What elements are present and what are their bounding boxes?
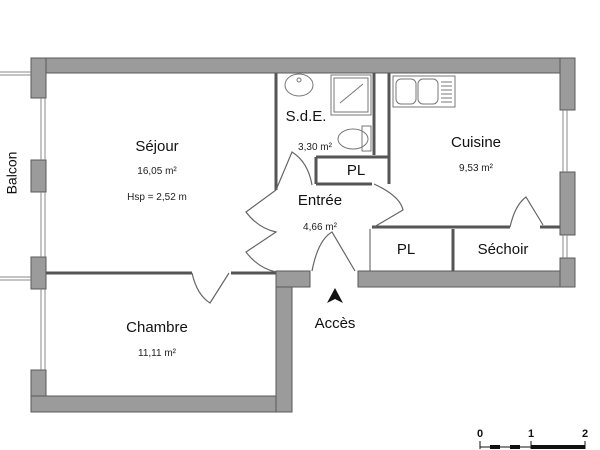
- toilet-icon: [337, 125, 372, 152]
- room-entree-name: Entrée: [297, 192, 343, 209]
- room-sejour-height: Hsp = 2,52 m: [127, 192, 187, 203]
- scale-tick-0: 0: [476, 428, 484, 440]
- shower-icon: [330, 74, 372, 116]
- arrow-up-icon: [327, 288, 343, 303]
- wall-chambre-right: [275, 286, 293, 413]
- room-placard-sde-name: PL: [346, 162, 366, 179]
- room-sejour-area: 16,05 m²: [137, 166, 177, 177]
- access-label: Accès: [314, 315, 356, 332]
- room-chambre-area: 11,11 m²: [138, 348, 176, 359]
- wall-right-top: [559, 57, 576, 111]
- wall-bottom-right: [357, 270, 576, 288]
- room-sde-area: 3,30 m²: [298, 142, 332, 153]
- scale-bar: [479, 441, 586, 449]
- room-cuisine-name: Cuisine: [450, 134, 502, 151]
- wall-left-top: [30, 57, 47, 99]
- wall-top: [30, 57, 576, 74]
- wall-right-mid: [559, 171, 576, 236]
- kitchen-sink-icon: [392, 75, 456, 108]
- wall-entry-left-stub: [275, 270, 311, 288]
- scale-tick-2: 2: [581, 428, 589, 440]
- room-placard-cuisine-name: PL: [396, 241, 416, 258]
- room-sechoir-name: Séchoir: [477, 241, 529, 258]
- wall-left-junction: [30, 256, 47, 290]
- wall-right-bottom: [559, 257, 576, 288]
- balcon-label: Balcon: [3, 151, 20, 195]
- scale-tick-1: 1: [527, 428, 535, 440]
- room-chambre-name: Chambre: [126, 319, 188, 336]
- room-sde-name: S.d.E.: [285, 108, 327, 125]
- wall-bottom-chambre: [30, 395, 293, 413]
- sink-icon: [284, 73, 314, 97]
- room-entree-area: 4,66 m²: [303, 222, 337, 233]
- room-cuisine-area: 9,53 m²: [459, 163, 493, 174]
- room-sejour-name: Séjour: [135, 138, 179, 155]
- wall-left-mid: [30, 159, 47, 193]
